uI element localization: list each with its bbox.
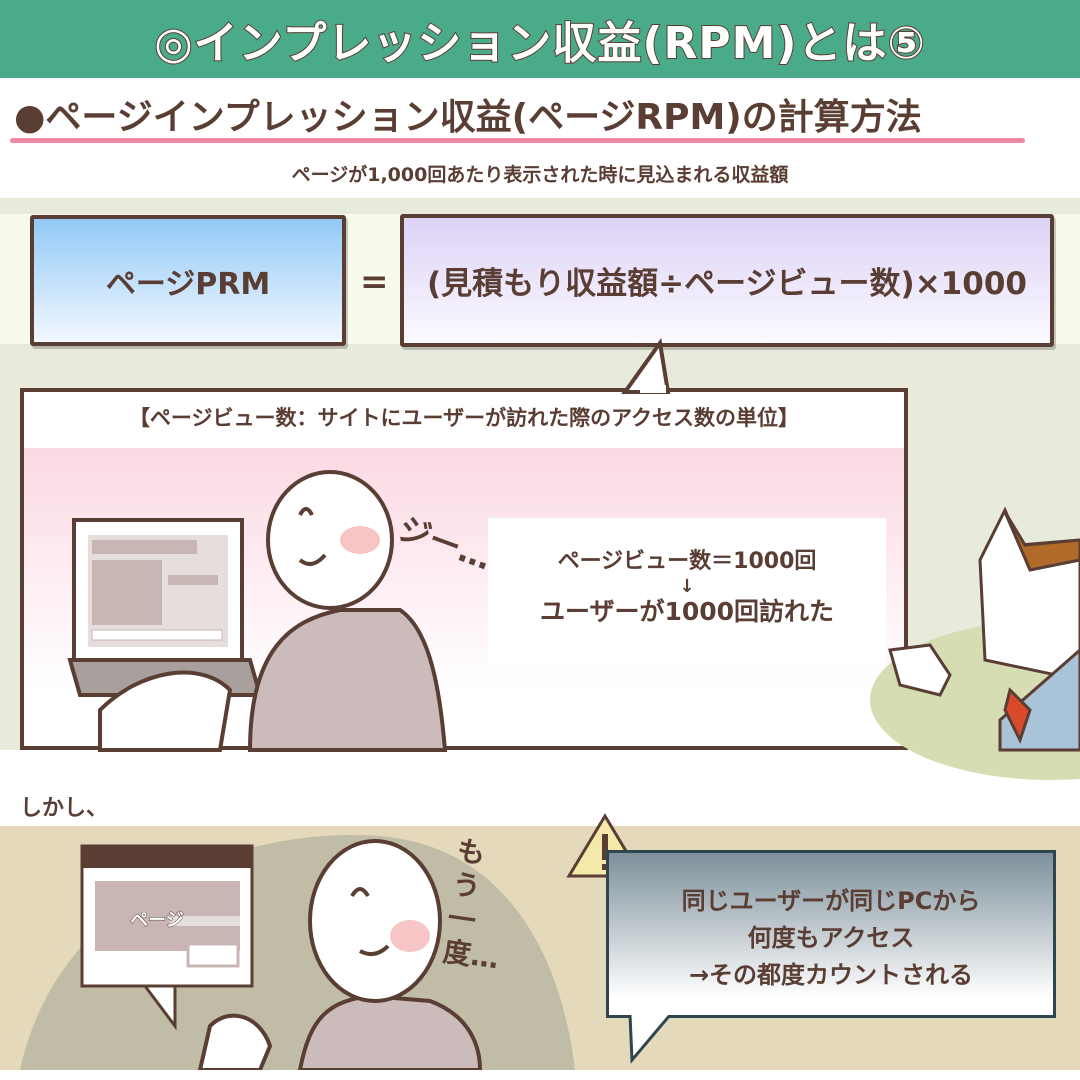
formula-left-box: ページPRM: [30, 215, 346, 346]
sound-effect-1: ジー…: [393, 509, 496, 578]
laptop-illustration: [67, 518, 263, 697]
cat-character-illustration: [870, 506, 1080, 780]
definition-text: 【ページビュー数：サイトにユーザーが訪れた際のアクセス数の単位】: [128, 406, 800, 430]
caption: ページが1,000回あたり表示された時に見込まれる収益額: [291, 164, 789, 186]
bubble-tail: [621, 337, 671, 394]
heading-underline: [10, 138, 1025, 143]
person-illustration: [98, 470, 448, 752]
example-line-2: ユーザーが1000回訪れた: [539, 597, 835, 626]
bottom-illustration: [20, 834, 575, 1070]
section-heading: ●ページインプレッション収益(ページRPM)の計算方法: [14, 97, 922, 138]
title-banner: ◎インプレッション収益(RPM)とは⑤: [0, 0, 1080, 78]
transition-text: しかし、: [20, 796, 109, 821]
bottom-panel: ページ もう一度…: [0, 826, 1080, 1070]
warning-line-1: 同じユーザーが同じPCから: [681, 887, 981, 915]
warning-line-3: →その都度カウントされる: [688, 961, 974, 989]
page-label: ページ: [130, 910, 185, 932]
formula-right: (見積もり収益額÷ページビュー数)×1000: [427, 266, 1027, 302]
example-arrow: ↓: [679, 576, 695, 597]
person-illustration-2: [197, 839, 483, 1070]
page-title: ◎インプレッション収益(RPM)とは⑤: [153, 17, 926, 70]
bubble-tail: [628, 1015, 672, 1064]
equals-sign: =: [360, 262, 389, 302]
warning-speech-bubble: 同じユーザーが同じPCから 何度もアクセス →その都度カウントされる: [606, 850, 1056, 1018]
example-box: ページビュー数＝1000回 ↓ ユーザーが1000回訪れた: [488, 518, 886, 666]
formula-right-box: (見積もり収益額÷ページビュー数)×1000: [400, 214, 1054, 347]
page-window-illustration: [80, 844, 254, 1031]
formula-left: ページPRM: [105, 266, 271, 302]
warning-line-2: 何度もアクセス: [747, 924, 915, 952]
example-line-1: ページビュー数＝1000回: [557, 549, 817, 574]
